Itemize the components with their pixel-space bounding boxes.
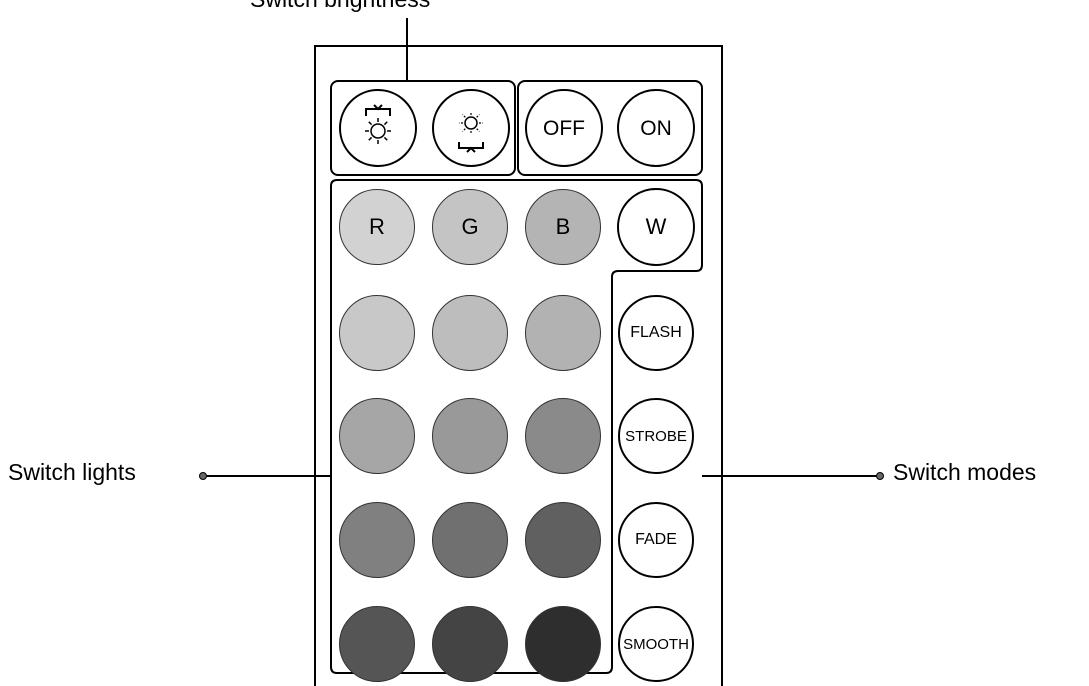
brightness-callout-label: Switch brightness [250,0,430,12]
color-button-r3-c2[interactable] [432,502,508,578]
channel-button-r[interactable]: R [339,189,415,265]
mode-button-strobe[interactable]: STROBE [618,398,694,474]
color-button-r2-c2[interactable] [432,398,508,474]
mode-button-fade[interactable]: FADE [618,502,694,578]
remote-body [314,45,723,686]
color-button-r3-c1[interactable] [339,502,415,578]
brightness-up-button[interactable] [339,89,417,167]
brightness-group-frame [330,80,516,176]
brightness-down-icon [458,112,484,153]
mode-button-flash[interactable]: FLASH [618,295,694,371]
channel-button-w[interactable]: W [617,188,695,266]
modes-callout-dot [876,472,884,480]
color-button-r1-c1[interactable] [339,295,415,371]
color-button-r2-c1[interactable] [339,398,415,474]
brightness-down-button[interactable] [432,89,510,167]
lights-callout-dot [199,472,207,480]
channel-button-g[interactable]: G [432,189,508,265]
color-button-r4-c2[interactable] [432,606,508,682]
mode-button-smooth[interactable]: SMOOTH [618,606,694,682]
color-button-r2-c3[interactable] [525,398,601,474]
color-group-frame [330,179,703,674]
brightness-up-icon [365,104,391,144]
power-group-frame [517,80,703,176]
modes-callout-label: Switch modes [893,459,1037,485]
color-button-r1-c2[interactable] [432,295,508,371]
color-button-r1-c3[interactable] [525,295,601,371]
color-button-r4-c3[interactable] [525,606,601,682]
off-button[interactable]: OFF [525,89,603,167]
lights-callout-label: Switch lights [8,459,136,485]
color-button-r3-c3[interactable] [525,502,601,578]
channel-button-b[interactable]: B [525,189,601,265]
color-button-r4-c1[interactable] [339,606,415,682]
on-button[interactable]: ON [617,89,695,167]
